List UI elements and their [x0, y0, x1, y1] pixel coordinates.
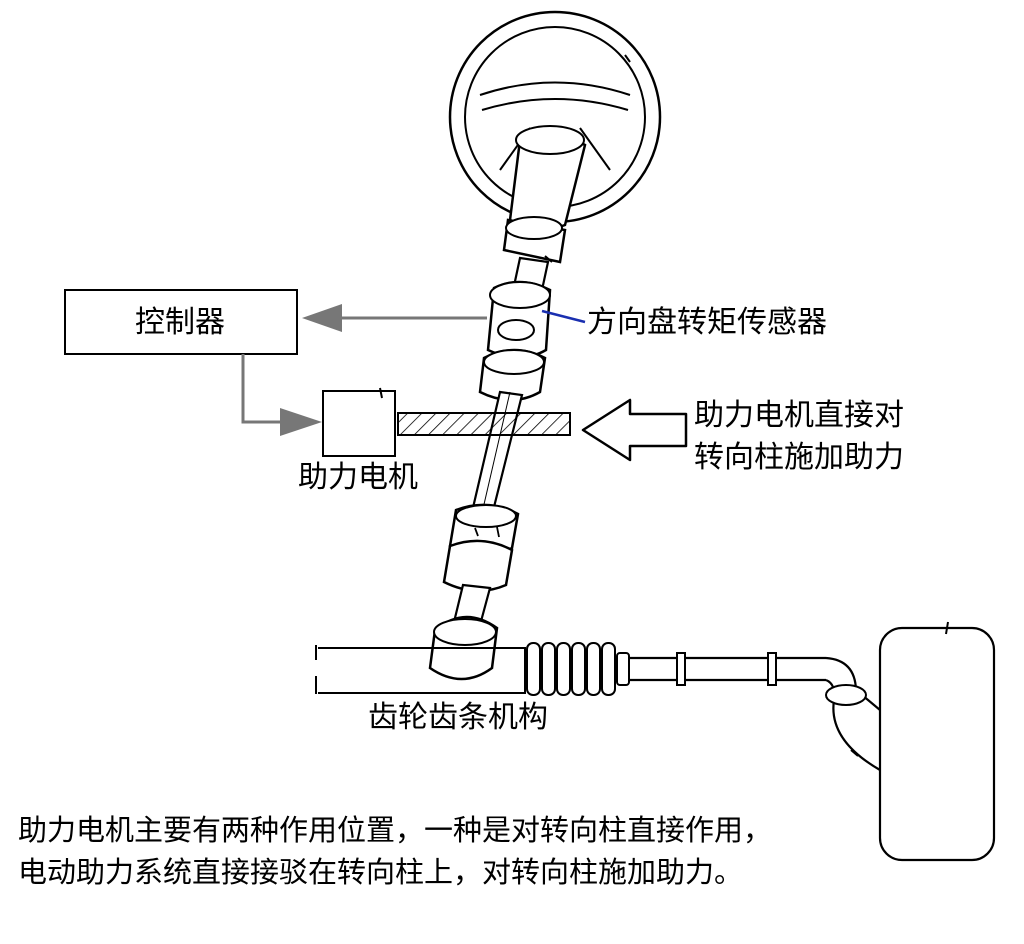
- controller-box: 控制器: [64, 289, 298, 355]
- torque-sensor-leader: [541, 309, 586, 324]
- assist-motor: 助力电机: [298, 387, 418, 495]
- column-assist-label-line1: 助力电机直接对: [694, 398, 904, 433]
- assist-motor-label: 助力电机: [298, 460, 418, 495]
- controller-label: 控制器: [135, 305, 225, 340]
- assist-force-arrow: [581, 398, 688, 462]
- control-arrow-to-motor: [241, 354, 322, 436]
- motor-output-shaft: [397, 412, 571, 436]
- rack-and-pinion: 齿轮齿条机构: [315, 621, 996, 862]
- caption-line-1: 助力电机主要有两种作用位置，一种是对转向柱直接作用，: [18, 813, 773, 847]
- caption-line-2: 电动助力系统直接接驳在转向柱上，对转向柱施加助力。: [18, 855, 744, 889]
- torque-sensor-label: 方向盘转矩传感器: [587, 305, 827, 340]
- column-assist-label-line2: 转向柱施加助力: [694, 440, 904, 475]
- rack-pinion-label: 齿轮齿条机构: [368, 700, 548, 735]
- signal-arrow-to-controller: [302, 304, 487, 332]
- steering-wheel: [448, 10, 662, 224]
